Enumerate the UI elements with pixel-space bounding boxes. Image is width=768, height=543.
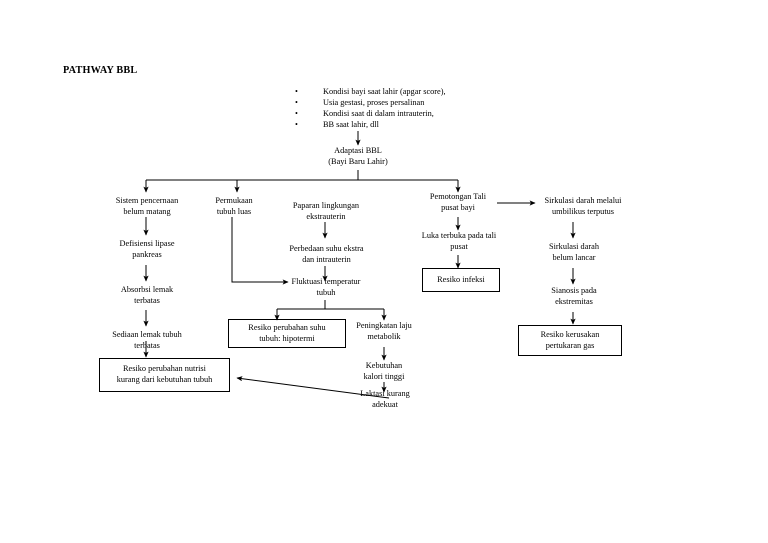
node-permukaan-tubuh: Permukaan tubuh luas bbox=[215, 196, 253, 216]
list-item: • Kondisi saat di dalam intrauterin, bbox=[295, 108, 446, 119]
node-resiko-perubahan-nutrisi-label: Resiko perubahan nutrisi kurang dari keb… bbox=[116, 364, 213, 384]
node-resiko-kerusakan-gas-label: Resiko kerusakan pertukaran gas bbox=[540, 329, 600, 350]
list-item-label: Usia gestasi, proses persalinan bbox=[323, 98, 425, 107]
bullet-marker: • bbox=[295, 98, 298, 107]
node-resiko-infeksi-label: Resiko infeksi bbox=[437, 274, 485, 284]
node-sirkulasi-belum-lancar: Sirkulasi darah belum lancar bbox=[548, 242, 599, 262]
bullet-marker: • bbox=[295, 87, 298, 96]
node-peningkatan-laju: Peningkatan laju metabolik bbox=[356, 321, 412, 341]
node-laktasi-kurang: Laktasi kurang adekuat bbox=[360, 389, 410, 409]
bullet-marker: • bbox=[295, 109, 298, 118]
node-resiko-infeksi: Resiko infeksi bbox=[422, 268, 500, 292]
node-defisiensi-lipase: Defisiensi lipase pankreas bbox=[119, 239, 175, 259]
list-item-label: BB saat lahir, dll bbox=[323, 120, 379, 129]
node-sirkulasi-umbilikus: Sirkulasi darah melalui umbilikus terput… bbox=[544, 196, 622, 216]
input-factors-list: •Kondisi bayi saat lahir (apgar score), … bbox=[295, 86, 446, 130]
node-resiko-perubahan-suhu: Resiko perubahan suhu tubuh: hipotermi bbox=[228, 319, 346, 348]
list-item: • BB saat lahir, dll bbox=[295, 119, 446, 130]
node-pemotongan-tali: Pemotongan Tali pusat bayi bbox=[429, 192, 487, 212]
node-kebutuhan-kalori: Kebutuhan kalori tinggi bbox=[363, 361, 405, 381]
node-sistem-pencernaan: Sistem pencernaan belum matang bbox=[115, 196, 179, 216]
list-item: • Usia gestasi, proses persalinan bbox=[295, 97, 446, 108]
node-adaptasi-bbl: Adaptasi BBL (Bayi Baru Lahir) bbox=[328, 146, 388, 166]
list-item: • Kondisi bayi saat lahir (apgar score), bbox=[295, 86, 446, 97]
node-perbedaan-suhu: Perbedaan suhu ekstra dan intrauterin bbox=[289, 244, 364, 264]
list-item-label: Kondisi bayi saat lahir (apgar score), bbox=[323, 87, 446, 96]
node-paparan-lingkungan: Paparan lingkungan ekstrauterin bbox=[292, 201, 360, 221]
bullet-marker: • bbox=[295, 120, 298, 129]
node-resiko-perubahan-suhu-label: Resiko perubahan suhu tubuh: hipotermi bbox=[248, 322, 326, 343]
page-title: PATHWAY BBL bbox=[63, 65, 138, 76]
node-fluktuasi-temperatur: Fluktuasi temperatur tubuh bbox=[291, 277, 361, 297]
node-sianosis: Sianosis pada ekstremitas bbox=[551, 286, 597, 306]
node-resiko-kerusakan-gas: Resiko kerusakan pertukaran gas bbox=[518, 325, 622, 356]
node-resiko-perubahan-nutrisi: Resiko perubahan nutrisi kurang dari keb… bbox=[99, 358, 230, 392]
node-absorbsi-lemak: Absorbsi lemak terbatas bbox=[120, 285, 174, 305]
node-sediaan-lemak: Sediaan lemak tubuh terbatas bbox=[112, 330, 182, 350]
node-luka-terbuka: Luka terbuka pada tali pusat bbox=[421, 231, 497, 251]
list-item-label: Kondisi saat di dalam intrauterin, bbox=[323, 109, 434, 118]
